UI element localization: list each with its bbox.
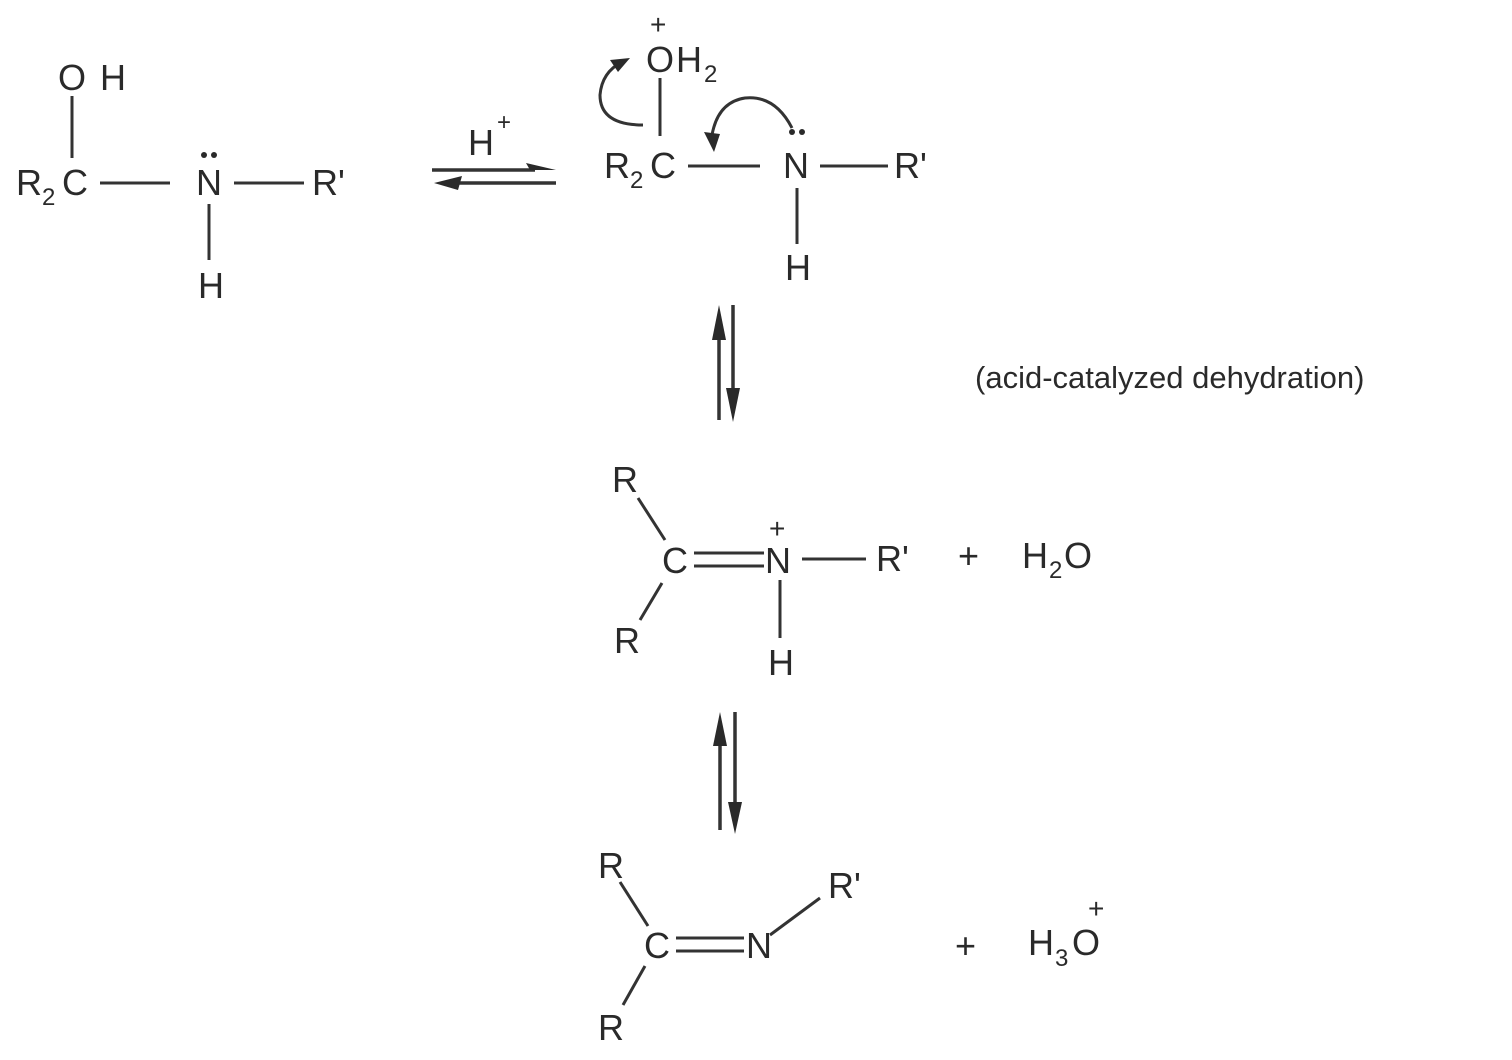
- atom-r-prime: R': [828, 865, 861, 906]
- atom-c: C: [650, 145, 676, 186]
- bond-r-c-bottom: [638, 582, 664, 621]
- forward-arrow-head: [526, 163, 556, 170]
- atom-n: N: [196, 162, 222, 203]
- atom-o: O: [58, 57, 86, 98]
- atom-o: O: [646, 39, 674, 80]
- iminium-ion-structure: R C + N R' H R: [612, 459, 909, 683]
- atom-r2: R: [16, 162, 42, 203]
- atom-c: C: [662, 540, 688, 581]
- atom-c: C: [644, 925, 670, 966]
- downward-arrow-head: [728, 802, 742, 834]
- protonated-carbinolamine-structure: + O H 2 R 2 C N R' H: [598, 9, 927, 288]
- reagent-h: H: [468, 122, 494, 163]
- bond-r-c-top: [618, 881, 650, 927]
- atom-r-bottom: R: [598, 1007, 624, 1048]
- plus-sign: +: [958, 535, 979, 576]
- atom-oh-h: H: [100, 57, 126, 98]
- equilibrium-arrow-horizontal: H +: [432, 109, 556, 190]
- upward-arrow-head: [712, 305, 726, 340]
- atom-n: N: [783, 145, 809, 186]
- upward-arrow-head: [713, 712, 727, 746]
- carbinolamine-structure: O H R 2 C N R' H: [16, 57, 345, 306]
- subscript-2: 2: [704, 61, 717, 88]
- atom-h2: H: [676, 39, 702, 80]
- atom-r-prime: R': [312, 162, 345, 203]
- atom-r-top: R: [612, 459, 638, 500]
- reagent-charge: +: [497, 109, 511, 136]
- atom-h: H: [1028, 922, 1054, 963]
- subscript-3: 3: [1055, 945, 1068, 972]
- lone-pair-dot: [211, 152, 217, 158]
- atom-nh-h: H: [768, 642, 794, 683]
- hydronium-coproduct: + H 3 O +: [955, 893, 1104, 972]
- plus-sign: +: [955, 925, 976, 966]
- atom-n: N: [765, 540, 791, 581]
- lone-pair-dot: [789, 129, 795, 135]
- subscript-2: 2: [1049, 557, 1062, 584]
- curved-arrow-lone-pair: [710, 96, 794, 136]
- mechanism-caption: (acid-catalyzed dehydration): [975, 360, 1364, 395]
- hydronium-charge: +: [1088, 893, 1104, 924]
- atom-r-prime: R': [894, 145, 927, 186]
- iminium-charge: +: [769, 513, 785, 544]
- atom-c: C: [62, 162, 88, 203]
- bond-n-rprime: [769, 896, 821, 937]
- atom-nh-h: H: [785, 247, 811, 288]
- equilibrium-arrow-vertical-2: [713, 712, 742, 834]
- bond-r-c-bottom: [621, 965, 647, 1006]
- downward-arrow-head: [726, 388, 740, 422]
- curved-arrow-leaving-group: [598, 60, 644, 127]
- curved-arrow-head: [610, 58, 630, 72]
- atom-o: O: [1072, 922, 1100, 963]
- atom-nh-h: H: [198, 265, 224, 306]
- atom-r2: R: [604, 145, 630, 186]
- atom-n: N: [746, 925, 772, 966]
- atom-h: H: [1022, 535, 1048, 576]
- atom-r-top: R: [598, 845, 624, 886]
- atom-o: O: [1064, 535, 1092, 576]
- subscript-2: 2: [42, 184, 55, 211]
- atom-r-prime: R': [876, 538, 909, 579]
- subscript-2: 2: [630, 167, 643, 194]
- lone-pair-dot: [201, 152, 207, 158]
- atom-r-bottom: R: [614, 620, 640, 661]
- imine-structure: R C N R' R: [598, 845, 861, 1048]
- curved-arrow-head: [704, 132, 720, 152]
- equilibrium-arrow-vertical-1: [712, 305, 740, 422]
- lone-pair-dot: [799, 129, 805, 135]
- bond-r-c-top: [636, 497, 667, 541]
- water-coproduct: + H 2 O: [958, 535, 1092, 584]
- reverse-arrow-head: [434, 176, 462, 190]
- oxonium-charge: +: [650, 9, 666, 40]
